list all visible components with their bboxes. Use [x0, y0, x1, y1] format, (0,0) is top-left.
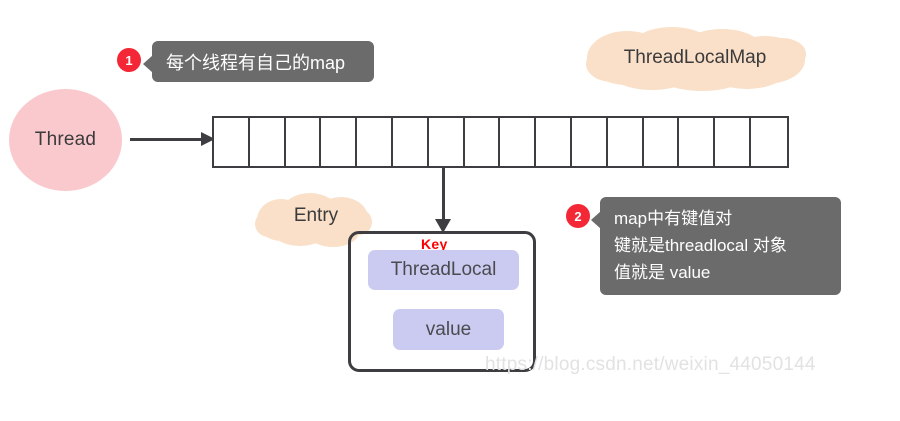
map-array-cell [608, 118, 644, 166]
map-array-cell [286, 118, 322, 166]
cloud-shape-icon [255, 193, 372, 247]
map-array-cell [679, 118, 716, 166]
watermark: https://blog.csdn.net/weixin_44050144 [485, 354, 816, 375]
map-array-cell [321, 118, 358, 166]
map-array-cell [500, 118, 537, 166]
map-array-cell [393, 118, 429, 166]
callout-2-line-3: 值就是 value [614, 263, 711, 282]
callout-1-line-1: 每个线程有自己的map [166, 53, 346, 73]
entry-key-box: ThreadLocal [368, 250, 519, 290]
map-array-cell [751, 118, 787, 166]
map-array-cell [644, 118, 680, 166]
map-array-cell [250, 118, 286, 166]
entry-value-box: value [393, 309, 504, 350]
map-array-cell [536, 118, 572, 166]
thread-node: Thread [9, 89, 122, 191]
entry-cloud-label: Entry [293, 205, 339, 226]
map-array-cell [715, 118, 751, 166]
arrow-thread-to-map-icon [130, 132, 215, 146]
key-label: Key [421, 236, 448, 252]
callout-2: map中有键值对 键就是threadlocal 对象 值就是 value [591, 197, 841, 295]
callout-2-line-1: map中有键值对 [614, 209, 733, 228]
arrow-map-to-entry-icon [435, 168, 451, 233]
thread-node-label: Thread [34, 129, 97, 150]
callout-badge-1: 1 [117, 48, 141, 72]
map-array-cell [429, 118, 465, 166]
entry-box [348, 231, 536, 372]
threadlocalmap-cloud-label: ThreadLocalMap [623, 47, 767, 68]
map-array-cell [214, 118, 250, 166]
map-array-cell [572, 118, 608, 166]
threadlocalmap-cloud: ThreadLocalMap [582, 24, 808, 92]
entry-cloud: Entry [255, 190, 373, 248]
threadlocalmap-array [212, 116, 789, 168]
callout-badge-2: 2 [566, 204, 590, 228]
cloud-shape-icon [586, 27, 806, 91]
callout-2-line-2: 键就是threadlocal 对象 [614, 236, 787, 255]
map-array-cell [465, 118, 501, 166]
callout-1: 每个线程有自己的map [143, 41, 374, 82]
map-array-cell [357, 118, 393, 166]
